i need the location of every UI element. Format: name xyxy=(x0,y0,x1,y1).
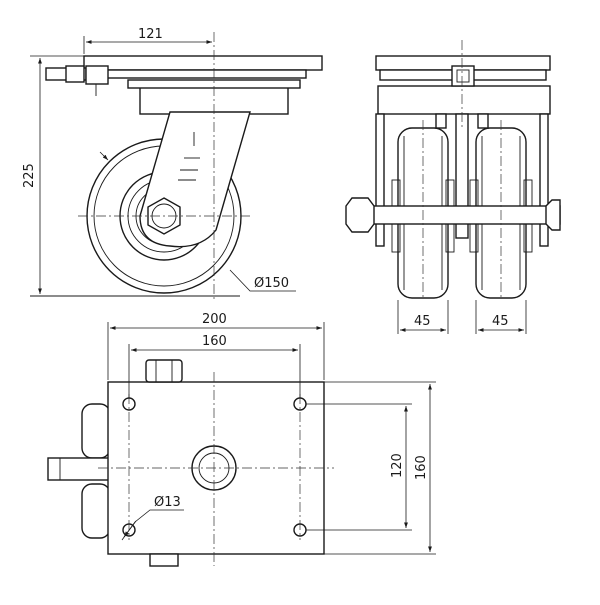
brake-lever xyxy=(45,65,109,96)
fork-emboss xyxy=(178,132,200,181)
label-45-left: 45 xyxy=(414,314,431,329)
label-121: 121 xyxy=(138,27,163,42)
top-view: 200 160 120 160 Ø13 xyxy=(47,312,436,567)
top-wheel-upper xyxy=(81,403,111,459)
label-160-vertical: 160 xyxy=(414,455,429,480)
side-top-plate xyxy=(83,55,323,71)
top-brake-pedal xyxy=(47,457,111,481)
front-swivel-head xyxy=(377,85,551,115)
label-hole-diameter: Ø13 xyxy=(154,495,181,510)
swivel-lock-icon xyxy=(451,65,475,87)
label-45-right: 45 xyxy=(492,314,509,329)
label-160-horizontal: 160 xyxy=(202,334,227,349)
front-view: 45 45 xyxy=(345,40,561,334)
leader-wheel-dia xyxy=(229,269,296,292)
top-wheel-lower xyxy=(81,483,111,539)
top-nut-upper-icon xyxy=(145,359,183,383)
label-200: 200 xyxy=(202,312,227,327)
front-axle xyxy=(359,205,561,225)
top-nut-lower xyxy=(149,553,179,567)
front-nut-left-icon xyxy=(345,197,375,233)
side-view: 225 121 Ø150 xyxy=(22,27,323,300)
label-120: 120 xyxy=(390,453,405,478)
side-bearing-ring xyxy=(99,69,307,79)
label-overall-height: 225 xyxy=(22,163,37,188)
front-nut-right-icon xyxy=(545,199,561,231)
label-wheel-diameter: Ø150 xyxy=(254,276,289,291)
